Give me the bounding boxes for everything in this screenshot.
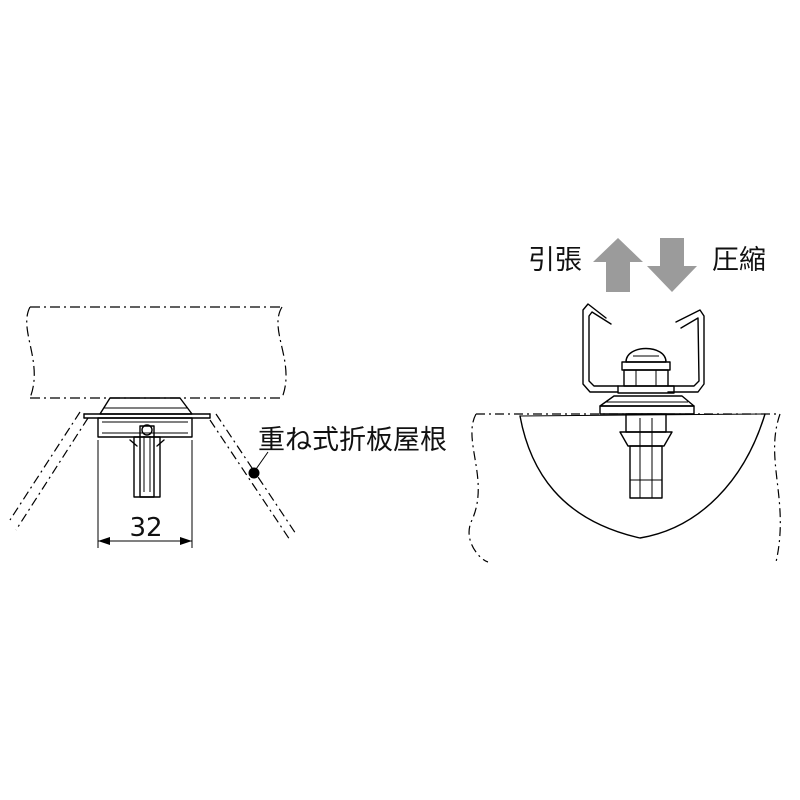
- roof-type-label: 重ね式折板屋根: [258, 425, 447, 456]
- right-figure: 引張 圧縮: [468, 238, 781, 563]
- dimension-32: 32: [97, 440, 193, 548]
- roof-type-leader: [248, 451, 269, 479]
- left-roof-plate: [9, 411, 297, 541]
- dimension-label: 32: [129, 513, 162, 543]
- right-anchor-bolt: [619, 413, 673, 499]
- right-roof-line-inner: [519, 413, 766, 417]
- tension-label: 引張: [528, 245, 582, 276]
- compression-arrow: [647, 238, 697, 292]
- left-bolt: [129, 424, 165, 498]
- leader-dot: [248, 467, 260, 479]
- tension-arrow: [593, 238, 643, 292]
- right-washer: [599, 395, 695, 415]
- left-figure: 32 重ね式折板屋根: [9, 306, 447, 548]
- compression-label: 圧縮: [712, 245, 766, 276]
- left-beam: [26, 306, 287, 399]
- right-cap-nut: [617, 347, 675, 394]
- right-member: [468, 413, 781, 563]
- left-base-plate: [83, 397, 211, 419]
- right-bracket: [582, 303, 705, 393]
